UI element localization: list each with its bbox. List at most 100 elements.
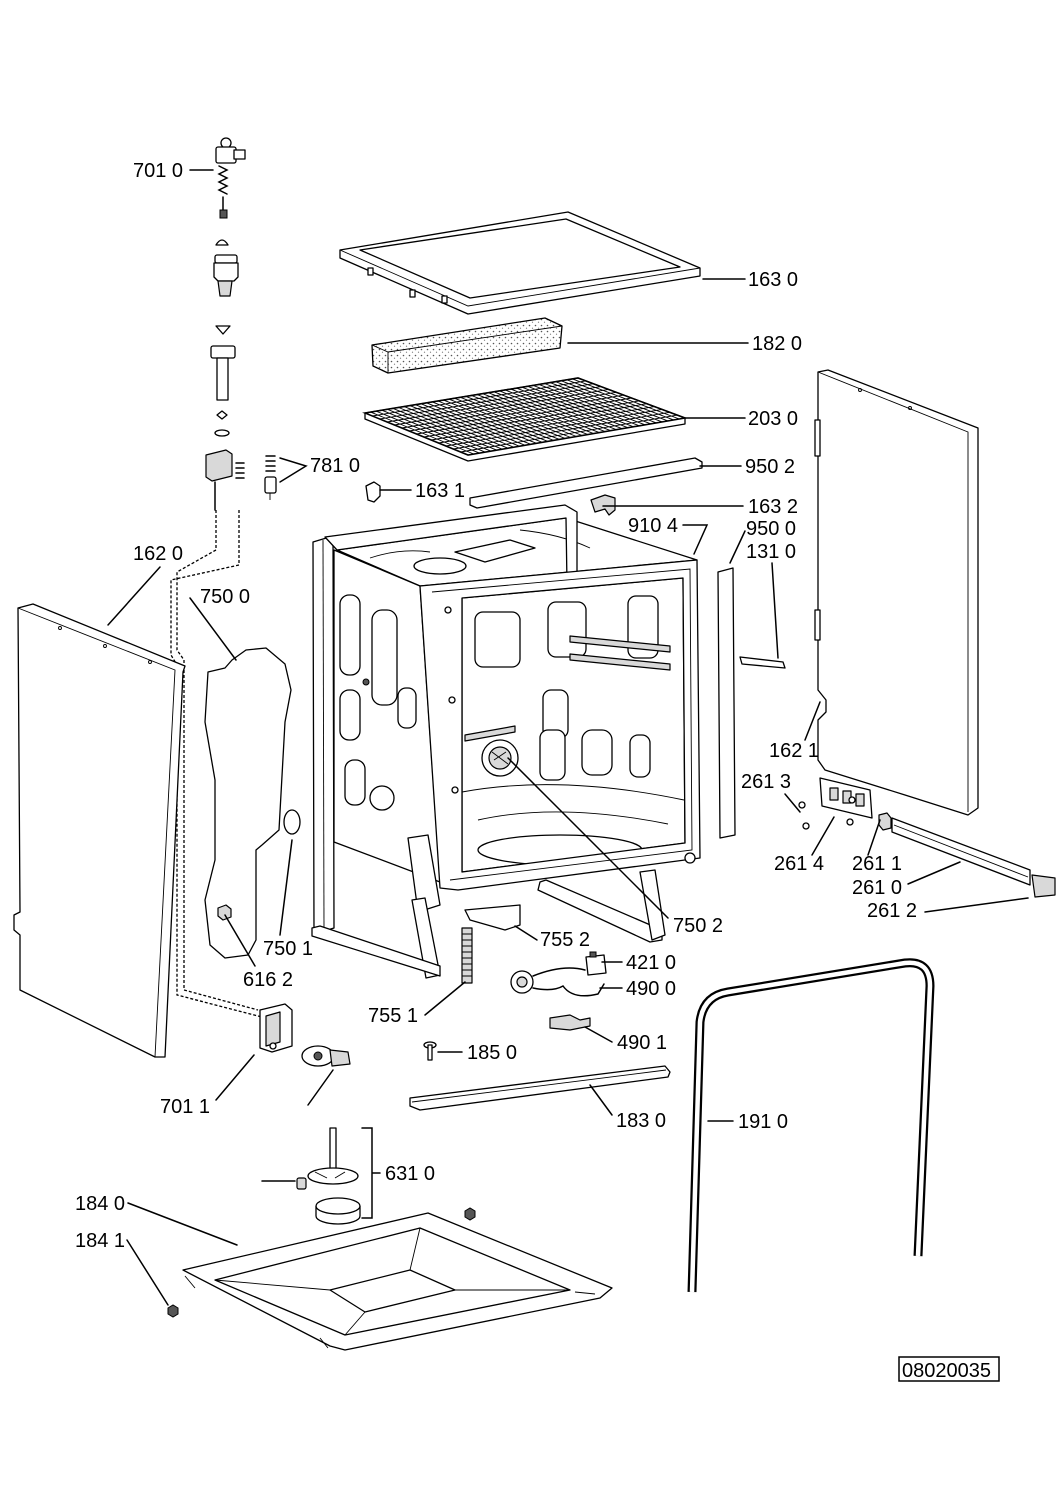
leader-line	[907, 861, 961, 885]
part-callout: 750 2	[673, 915, 723, 937]
leader-line	[107, 566, 161, 626]
part-callout: 163 2	[748, 496, 798, 518]
wire-harness	[510, 967, 605, 997]
leader-line	[867, 819, 881, 856]
part-callout: 490 1	[617, 1032, 667, 1054]
leader-line	[307, 1069, 334, 1106]
leader-line	[682, 524, 709, 555]
drawing-number: 08020035	[902, 1360, 991, 1382]
part-callout: 162 1	[769, 740, 819, 762]
part-callout: 755 2	[540, 929, 590, 951]
side-insulation	[204, 647, 292, 959]
leader-line	[127, 1202, 238, 1246]
spring	[235, 455, 277, 500]
leader-line	[589, 1084, 613, 1116]
rail-clip	[878, 812, 892, 831]
part-callout: 781 0	[310, 455, 360, 477]
part-callout: 261 4	[774, 853, 824, 875]
bracket-line	[361, 1127, 381, 1219]
leader-line	[811, 816, 835, 856]
front-strip	[469, 457, 703, 509]
tube-holder	[464, 904, 521, 931]
part-callout: 950 2	[745, 456, 795, 478]
right-side-panel	[814, 369, 979, 816]
side-strip	[717, 567, 736, 839]
part-callout: 261 3	[741, 771, 791, 793]
tub	[311, 504, 701, 979]
leader-line	[804, 701, 821, 741]
part-callout: 631 0	[385, 1163, 435, 1185]
adjustment-rail	[891, 817, 1031, 886]
mounting-bracket	[819, 777, 873, 819]
seal-ring	[283, 809, 301, 835]
small-fitting	[217, 904, 232, 921]
left-side-panel	[13, 603, 186, 1058]
top-panel	[339, 211, 701, 315]
screws	[798, 796, 856, 830]
water-inlet-valve	[215, 137, 246, 219]
door-gasket	[687, 958, 935, 1293]
leader-line	[224, 914, 256, 967]
part-callout: 616 2	[243, 969, 293, 991]
grid-mat-mesh	[370, 378, 680, 455]
inlet-fittings	[205, 239, 239, 511]
small-plate	[739, 656, 786, 669]
insulation-strip	[371, 317, 563, 374]
part-callout: 162 0	[133, 543, 183, 565]
screw-icon	[464, 1207, 476, 1221]
drawing-number-block: 08020035	[898, 1356, 1000, 1382]
leader-line	[514, 925, 538, 941]
sensor-part	[549, 1014, 591, 1031]
grid-mat	[362, 377, 689, 462]
part-callout: 182 0	[752, 333, 802, 355]
part-callout: 163 1	[415, 480, 465, 502]
small-cap	[296, 1177, 307, 1190]
leader-line	[784, 793, 801, 813]
coil-hose	[461, 927, 473, 984]
part-callout: 421 0	[626, 952, 676, 974]
part-callout: 261 0	[852, 877, 902, 899]
bracket-part	[590, 494, 616, 516]
leader-line	[924, 897, 1029, 913]
leader-line	[729, 530, 746, 564]
door-hinge	[259, 1003, 293, 1053]
hose-path	[170, 510, 263, 1018]
leader-line	[584, 1026, 613, 1043]
part-callout: 950 0	[746, 518, 796, 540]
leader-line	[279, 457, 308, 483]
part-callout: 183 0	[616, 1110, 666, 1132]
leader-line	[126, 1239, 169, 1306]
drawing-number-box	[898, 1356, 1000, 1382]
impeller-assembly	[307, 1127, 361, 1225]
leader-line	[279, 839, 293, 936]
cross-bar	[409, 1065, 671, 1111]
part-callout: 701 1	[160, 1096, 210, 1118]
part-callout: 750 1	[263, 938, 313, 960]
part-callout: 261 2	[867, 900, 917, 922]
part-callout: 750 0	[200, 586, 250, 608]
heater-connector	[585, 951, 607, 976]
part-callout: 131 0	[746, 541, 796, 563]
leader-lines	[107, 169, 1029, 1306]
screw-icon	[167, 1304, 179, 1318]
part-callout: 755 1	[368, 1005, 418, 1027]
rail-end-cap	[1031, 874, 1056, 898]
part-callout: 191 0	[738, 1111, 788, 1133]
part-callout: 910 4	[628, 515, 678, 537]
part-callout: 184 1	[75, 1230, 125, 1252]
clip-part	[365, 481, 381, 503]
leader-line	[189, 597, 237, 661]
base-tray	[182, 1212, 613, 1351]
part-callout: 184 0	[75, 1193, 125, 1215]
leader-line	[771, 562, 779, 659]
screw	[423, 1041, 437, 1061]
leader-line	[507, 757, 669, 919]
part-callout: 163 0	[748, 269, 798, 291]
part-callout: 490 0	[626, 978, 676, 1000]
part-callout: 701 0	[133, 160, 183, 182]
leader-line	[424, 981, 466, 1016]
part-callout: 185 0	[467, 1042, 517, 1064]
callouts: 701 0 163 0 182 0 203 0 950 2 781 0 163 …	[75, 160, 917, 1252]
part-callout: 261 1	[852, 853, 902, 875]
